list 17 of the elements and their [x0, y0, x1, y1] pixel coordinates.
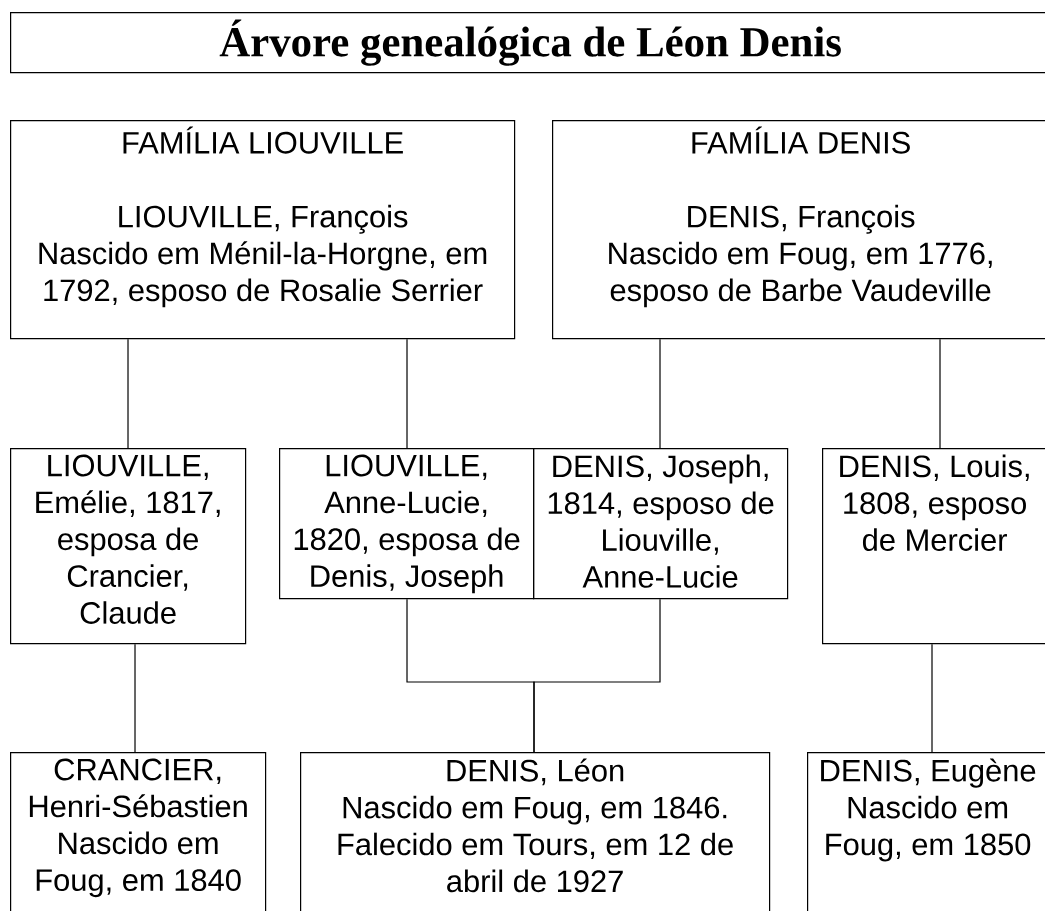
- person-box: DENIS, Eugène Nascido em Foug, em 1850: [807, 752, 1045, 911]
- connector-line: [127, 338, 129, 449]
- person-box: LIOUVILLE, Anne-Lucie, 1820, esposa de Denis, Joseph: [279, 448, 535, 600]
- connector-line: [931, 643, 933, 753]
- connector-line: [533, 598, 661, 753]
- connector-line: [406, 338, 408, 449]
- person-box: FAMÍLIA LIOUVILLE LIOUVILLE, François Nascido em Ménil-la-Horgne, em 1792, esposo de Rosalie Serrier: [10, 120, 516, 340]
- connector-line: [659, 338, 661, 449]
- person-box: FAMÍLIA DENIS DENIS, François Nascido em Foug, em 1776, esposo de Barbe Vaudeville: [552, 120, 1045, 340]
- connector-line: [134, 643, 136, 753]
- person-box: DENIS, Léon Nascido em Foug, em 1846. Falecido em Tours, em 12 de abril de 1927: [300, 752, 771, 911]
- person-box: CRANCIER, Henri-Sébastien Nascido em Foug, em 1840: [10, 752, 267, 911]
- person-box: LIOUVILLE, Emélie, 1817, esposa de Crancier, Claude: [10, 448, 247, 645]
- title-box: Árvore genealógica de Léon Denis: [10, 12, 1045, 74]
- person-box: DENIS, Joseph, 1814, esposo de Liouville, Anne-Lucie: [533, 448, 789, 600]
- person-box: DENIS, Louis, 1808, esposo de Mercier: [822, 448, 1045, 645]
- connector-line: [939, 338, 941, 449]
